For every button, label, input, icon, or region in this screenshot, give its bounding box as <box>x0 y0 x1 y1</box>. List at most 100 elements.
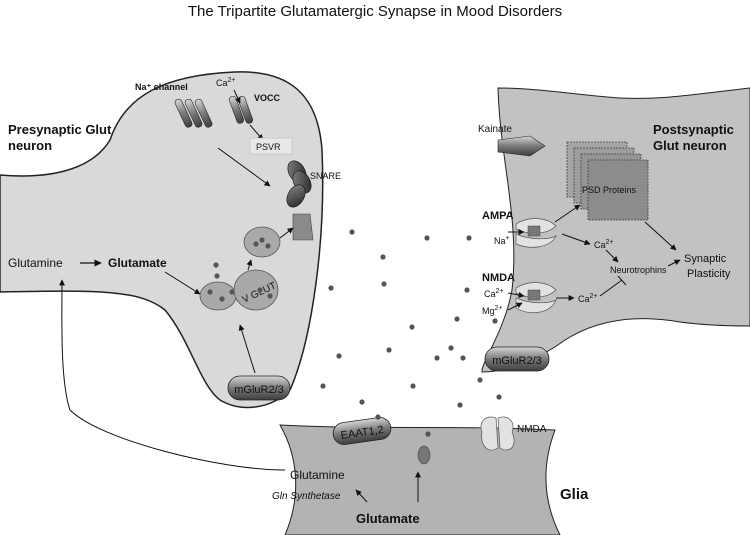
psd-proteins-label: PSD Proteins <box>582 185 637 195</box>
gln-synthetase-label: Gln Synthetase <box>272 491 341 502</box>
glia-nmda-receptor-icon <box>480 416 515 451</box>
ca-inhibits-neurotrophins <box>599 275 627 297</box>
ampa-to-ca-arrow <box>561 233 591 246</box>
psd-to-plasticity-arrow <box>644 221 677 251</box>
kainate-label: Kainate <box>478 124 512 135</box>
glia-transporter-icon <box>417 445 431 465</box>
diagram-title: The Tripartite Glutamatergic Synapse in … <box>188 3 562 20</box>
glutamate-dot <box>253 241 259 247</box>
ampa-to-psd-arrow <box>554 204 581 223</box>
glutamate-dot <box>409 324 415 330</box>
glutamate-dot <box>359 399 365 405</box>
psvr-box <box>249 137 293 155</box>
svg-text:mGluR2/3: mGluR2/3 <box>234 384 284 396</box>
kainate-receptor-icon <box>497 135 546 157</box>
snare-label: SNARE <box>310 171 341 181</box>
glutamate-dot <box>257 287 263 293</box>
postsynaptic-label-1: Postsynaptic <box>653 122 734 137</box>
ca-to-neurotrophins-arrow <box>605 249 619 263</box>
snare-complex-icon <box>286 160 312 208</box>
glutamate-dot <box>448 345 454 351</box>
glutamate-dot <box>424 235 430 241</box>
ampa-label: AMPA <box>482 210 514 222</box>
postsynaptic-neuron <box>481 87 750 373</box>
presynaptic-label-2: neuron <box>8 138 52 153</box>
glutamate-dot <box>434 355 440 361</box>
neurotrophins-to-plasticity-arrow <box>667 259 681 267</box>
glutamate-dot <box>460 355 466 361</box>
glutamate-dot <box>265 243 271 249</box>
vesicle-to-membrane-arrow <box>279 227 294 239</box>
glutamate-dot <box>214 273 220 279</box>
glutamate-dot <box>229 289 235 295</box>
pre-glutamine-label: Glutamine <box>8 256 63 270</box>
glutamate-dot <box>349 229 355 235</box>
glutamate-dot <box>219 296 225 302</box>
vocc-channel-icon <box>228 96 254 124</box>
neurotrophins-label: Neurotrophins <box>610 265 667 275</box>
glutamate-molecules <box>207 229 502 437</box>
vocc-label: VOCC <box>254 93 281 103</box>
glutamate-dot <box>457 402 463 408</box>
synthetase-arrow <box>355 489 368 503</box>
mglur-inhibit-arrow <box>238 324 256 374</box>
post-nmda-label: NMDA <box>482 272 515 284</box>
psvr-label: PSVR <box>256 142 281 152</box>
glutamate-dot <box>454 316 460 322</box>
glutamate-dot <box>466 235 472 241</box>
glutamate-dot <box>375 414 381 420</box>
glia-label: Glia <box>560 486 589 503</box>
pre-mglur-receptor: mGluR2/3 <box>227 375 291 401</box>
glia-nmda-label: NMDA <box>517 424 547 435</box>
ca-nmda-arrow <box>507 292 525 298</box>
glia-glutamine-label: Glutamine <box>290 468 345 482</box>
vglut-vesicle <box>233 269 279 311</box>
na-channel-label: Na⁺ channel <box>135 82 188 92</box>
glutamate-dot <box>213 262 219 268</box>
glutamate-dot <box>496 394 502 400</box>
fusion-pore-icon <box>292 213 314 241</box>
vocc-to-psvr-arrow <box>249 124 264 141</box>
post-ca-label-3: Ca2+ <box>578 293 598 304</box>
glutamate-dot <box>410 383 416 389</box>
synaptic-plasticity-label-2: Plasticity <box>687 268 731 280</box>
postsynaptic-label-2: Glut neuron <box>653 138 727 153</box>
glutamate-dot <box>207 289 213 295</box>
post-ca-label-2: Ca2+ <box>484 288 504 299</box>
glutamate-dot <box>386 347 392 353</box>
pre-glutamate-label: Glutamate <box>108 256 167 270</box>
mg-nmda-arrow <box>507 302 523 311</box>
glutamate-to-vesicle-arrow <box>164 271 201 295</box>
glutamate-dot <box>477 377 483 383</box>
presynaptic-label-1: Presynaptic Glut <box>8 122 112 137</box>
svg-text:EAAT1,2: EAAT1,2 <box>340 424 384 442</box>
vesicle-to-vesicle-arrow <box>246 259 253 271</box>
glutamate-dot <box>380 254 386 260</box>
presynaptic-neuron <box>0 71 324 409</box>
post-ca-label-1: Ca2+ <box>594 239 614 250</box>
glutamate-dot <box>259 237 265 243</box>
post-mg-label: Mg2+ <box>482 305 503 316</box>
ca-influx-arrow <box>233 89 241 104</box>
eaat-transporter: EAAT1,2 <box>332 417 392 445</box>
glutamate-dot <box>328 285 334 291</box>
glutamate-dot <box>492 318 498 324</box>
snare-arrow <box>217 147 271 187</box>
svg-text:mGluR2/3: mGluR2/3 <box>492 355 542 367</box>
glutamate-dot <box>425 431 431 437</box>
glia-glutamate-label: Glutamate <box>356 511 420 526</box>
psd-proteins-stack <box>566 141 649 221</box>
synaptic-plasticity-label-1: Synaptic <box>684 253 727 265</box>
na-channel-icon <box>174 98 213 128</box>
glutamate-dot <box>464 287 470 293</box>
glutamate-dot <box>336 353 342 359</box>
glutamate-dot <box>320 383 326 389</box>
glutamate-dot <box>381 281 387 287</box>
ampa-na-label: Na+ <box>494 235 510 246</box>
ca-label: Ca2+ <box>216 77 236 88</box>
glutamate-dot <box>267 293 273 299</box>
vesicle-small <box>199 281 237 311</box>
ampa-receptor-icon <box>515 218 557 248</box>
glutamine-recycle-arrow <box>58 279 286 471</box>
